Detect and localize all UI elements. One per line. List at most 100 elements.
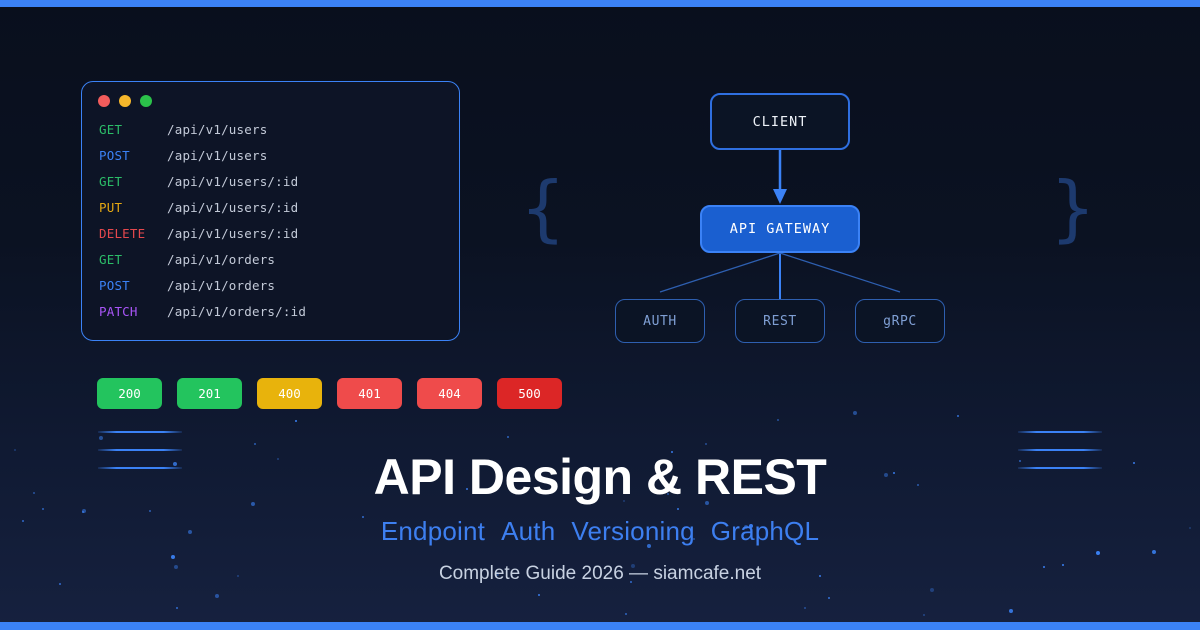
particle-dot [22, 520, 24, 522]
route-row: PATCH/api/v1/orders/:id [99, 298, 459, 324]
particle-dot [667, 493, 669, 495]
particle-dot [215, 594, 219, 598]
particle-dot [744, 525, 748, 529]
route-row: PUT/api/v1/users/:id [99, 194, 459, 220]
particle-dot [828, 597, 830, 599]
topic-tag: Versioning [571, 516, 695, 546]
hero-footer: Complete Guide 2026 — siamcafe.net [438, 563, 762, 584]
diagram-node-client: CLIENT [710, 93, 850, 150]
particle-dot [777, 419, 779, 421]
particle-dot [749, 524, 753, 528]
route-path: /api/v1/users/:id [167, 173, 299, 189]
particle-dot [693, 538, 695, 540]
particle-dot [507, 436, 509, 438]
particle-dot [173, 462, 177, 466]
particle-dot [631, 564, 635, 568]
close-dot[interactable] [98, 95, 110, 107]
route-row: GET/api/v1/orders [99, 246, 459, 272]
route-path: /api/v1/orders [167, 251, 276, 267]
bottom-accent-bar [0, 622, 1200, 630]
route-method: GET [99, 121, 123, 137]
code-window-titlebar [82, 82, 459, 107]
status-badge: 200 [97, 378, 162, 409]
particle-dot [1096, 551, 1100, 555]
status-badge: 201 [177, 378, 242, 409]
particle-dot [14, 449, 16, 451]
status-badge: 401 [337, 378, 402, 409]
line-accent [1018, 431, 1102, 433]
particle-dot [295, 420, 297, 422]
route-method: PUT [99, 199, 123, 215]
minimize-dot[interactable] [119, 95, 131, 107]
particle-dot [495, 572, 499, 576]
route-method: GET [99, 173, 123, 189]
diagram-node-auth: AUTH [615, 299, 705, 343]
particle-dot [59, 583, 61, 585]
particle-dot [362, 516, 364, 518]
line-accent [1018, 449, 1102, 451]
diagram-node-grpc-label: gRPC [883, 313, 917, 329]
route-path: /api/v1/orders/:id [167, 303, 307, 319]
particle-dot [1133, 462, 1135, 464]
status-badge: 500 [497, 378, 562, 409]
route-path: /api/v1/users [167, 147, 268, 163]
particle-dot [1019, 460, 1021, 462]
route-row: DELETE/api/v1/users/:id [99, 220, 459, 246]
route-path: /api/v1/orders [167, 277, 276, 293]
route-row: GET/api/v1/users [99, 116, 459, 142]
diagram-node-client-label: CLIENT [752, 113, 808, 130]
particle-dot [671, 451, 673, 453]
particle-dot [1009, 609, 1013, 613]
line-accent-left [98, 431, 182, 485]
particle-dot [277, 458, 279, 460]
route-method: POST [99, 277, 130, 293]
route-row: POST/api/v1/orders [99, 272, 459, 298]
particle-dot [623, 500, 625, 502]
architecture-diagram: CLIENT API GATEWAY AUTH REST gRPC [590, 80, 1000, 355]
particle-dot [1062, 564, 1064, 566]
route-method: DELETE [99, 225, 146, 241]
diagram-node-api-gateway-label: API GATEWAY [729, 221, 831, 237]
particle-dot [251, 502, 255, 506]
line-accent [98, 449, 182, 451]
route-path: /api/v1/users/:id [167, 225, 299, 241]
route-row: POST/api/v1/users [99, 142, 459, 168]
route-method: GET [99, 251, 123, 267]
particle-dot [625, 613, 627, 615]
particle-dot [819, 575, 821, 577]
particle-dot [42, 508, 44, 510]
particle-dot [149, 510, 151, 512]
particle-dot [853, 411, 857, 415]
particle-dot [884, 473, 888, 477]
route-method: PATCH [99, 303, 138, 319]
diagram-node-rest-label: REST [763, 313, 797, 329]
line-accent [98, 467, 182, 469]
particle-dot [1189, 527, 1191, 529]
page-title: API Design & REST [373, 449, 827, 505]
maximize-dot[interactable] [140, 95, 152, 107]
line-accent [98, 431, 182, 433]
particle-dot [957, 415, 959, 417]
diagram-node-rest: REST [735, 299, 825, 343]
diagram-node-api-gateway: API GATEWAY [700, 205, 860, 253]
particle-dot [705, 501, 709, 505]
particle-dot [917, 484, 919, 486]
particle-dot [630, 581, 632, 583]
particle-dot [466, 488, 468, 490]
particle-dot [1152, 550, 1156, 554]
particle-dot [930, 588, 934, 592]
particle-dot [647, 544, 651, 548]
particle-dot [538, 594, 540, 596]
status-badge: 404 [417, 378, 482, 409]
status-badge: 400 [257, 378, 322, 409]
particle-dot [33, 492, 35, 494]
particle-dot [171, 555, 175, 559]
route-method: POST [99, 147, 130, 163]
brace-right-icon: } [1050, 166, 1096, 250]
particle-dot [705, 443, 707, 445]
particle-dot [579, 491, 581, 493]
particle-dot [188, 530, 192, 534]
particle-dot [237, 575, 239, 577]
